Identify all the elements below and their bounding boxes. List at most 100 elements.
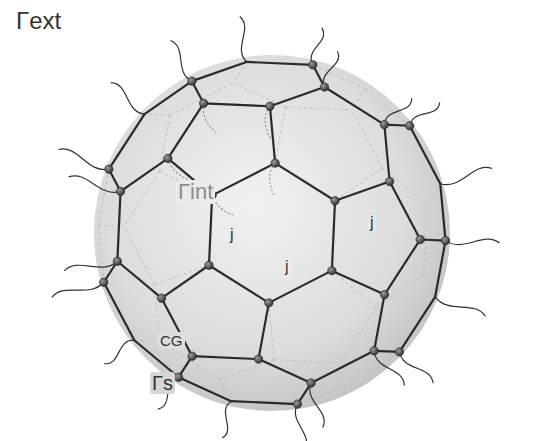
cage-edge (385, 240, 421, 295)
cage-edge (324, 87, 384, 125)
symbol-label: Γs (150, 372, 175, 394)
cage-vertex (395, 348, 403, 356)
cage-edge (117, 261, 161, 298)
internal-leg (265, 106, 270, 138)
external-leg (111, 83, 145, 114)
hidden-edge (427, 184, 441, 205)
cage-vertex (309, 61, 317, 69)
hidden-edge (340, 308, 376, 363)
cage-edge (162, 265, 209, 298)
cage-edge (332, 271, 385, 295)
cage-edge (384, 125, 389, 182)
external-leg (384, 98, 411, 124)
cage-edge (269, 271, 332, 303)
hidden-edge (286, 107, 352, 110)
hidden-edge (134, 340, 159, 341)
cage-edge (231, 401, 297, 404)
symbol-label: j (368, 214, 376, 232)
cage-edge (209, 265, 269, 303)
cage-vertex (416, 235, 424, 243)
external-leg (59, 149, 109, 170)
external-leg (240, 16, 247, 61)
cage-vertex (205, 261, 213, 269)
external-leg (323, 51, 338, 87)
cage-vertex (174, 373, 182, 381)
external-leg (104, 340, 134, 364)
symbol-label: CG (158, 332, 185, 349)
cage-edge (258, 359, 311, 383)
cage-edge (204, 103, 270, 106)
cage-edge (335, 182, 390, 201)
cage-edge (121, 158, 168, 191)
cage-vertex (320, 83, 328, 91)
symbol-label: Γext (14, 8, 63, 34)
cage-edge (390, 182, 421, 240)
external-leg (222, 401, 231, 438)
cage-edge (192, 356, 258, 359)
cage-vertex (113, 257, 121, 265)
cage-edge (168, 103, 204, 158)
hidden-edge (365, 89, 409, 126)
hidden-edge (145, 114, 170, 115)
external-leg (64, 261, 117, 271)
sphere-body (94, 55, 450, 411)
hidden-edge (212, 163, 275, 195)
external-leg (410, 102, 440, 125)
cage-edge (179, 377, 232, 401)
cage-vertex (271, 159, 279, 167)
cage-edge (104, 282, 135, 340)
hidden-edge (332, 271, 376, 308)
cage-edge (374, 295, 384, 351)
cage-edge (275, 163, 335, 201)
cage-vertex (265, 299, 273, 307)
hidden-edge (335, 168, 382, 201)
hidden-edge (124, 171, 160, 226)
symbol-label: Γint (176, 180, 215, 204)
cage-vertex (164, 154, 172, 162)
cage-edge (440, 184, 445, 241)
hidden-edge (423, 275, 435, 297)
hidden-edge (98, 169, 108, 225)
cage-edge (212, 163, 275, 195)
cage-vertex (188, 77, 196, 85)
external-leg (295, 404, 306, 441)
cage-edge (311, 351, 374, 383)
cage-edge (332, 201, 335, 271)
cage-vertex (188, 352, 196, 360)
cage-vertex (380, 290, 388, 298)
hidden-edge (209, 265, 269, 303)
hidden-edge (275, 163, 335, 201)
cage-vertex (370, 347, 378, 355)
cage-vertex (328, 266, 336, 274)
cage-vertex (116, 187, 124, 195)
cage-edge (270, 106, 275, 163)
cage-edge (258, 303, 268, 359)
external-leg (68, 176, 120, 193)
external-leg (440, 167, 492, 184)
cage-vertex (441, 236, 449, 244)
internal-leg (203, 103, 216, 132)
external-leg (446, 239, 500, 245)
hidden-edge (209, 195, 212, 265)
cage-vertex (293, 400, 301, 408)
cage-vertex (380, 120, 388, 128)
cage-vertex (331, 197, 339, 205)
hidden-edge (274, 360, 340, 363)
cage-edge (435, 241, 445, 297)
hidden-edge (124, 226, 155, 284)
cage-vertex (100, 278, 108, 286)
hidden-edge (269, 303, 274, 360)
cage-edge (410, 126, 441, 184)
cage-edge (209, 195, 212, 265)
cage-vertex (307, 379, 315, 387)
hidden-edge (269, 271, 332, 303)
cage-vertex (199, 99, 207, 107)
hidden-edge (275, 107, 285, 163)
external-leg (435, 297, 485, 317)
internal-leg (270, 163, 276, 195)
external-leg (170, 40, 191, 81)
cage-vertex (254, 355, 262, 363)
cage-edge (247, 62, 313, 65)
